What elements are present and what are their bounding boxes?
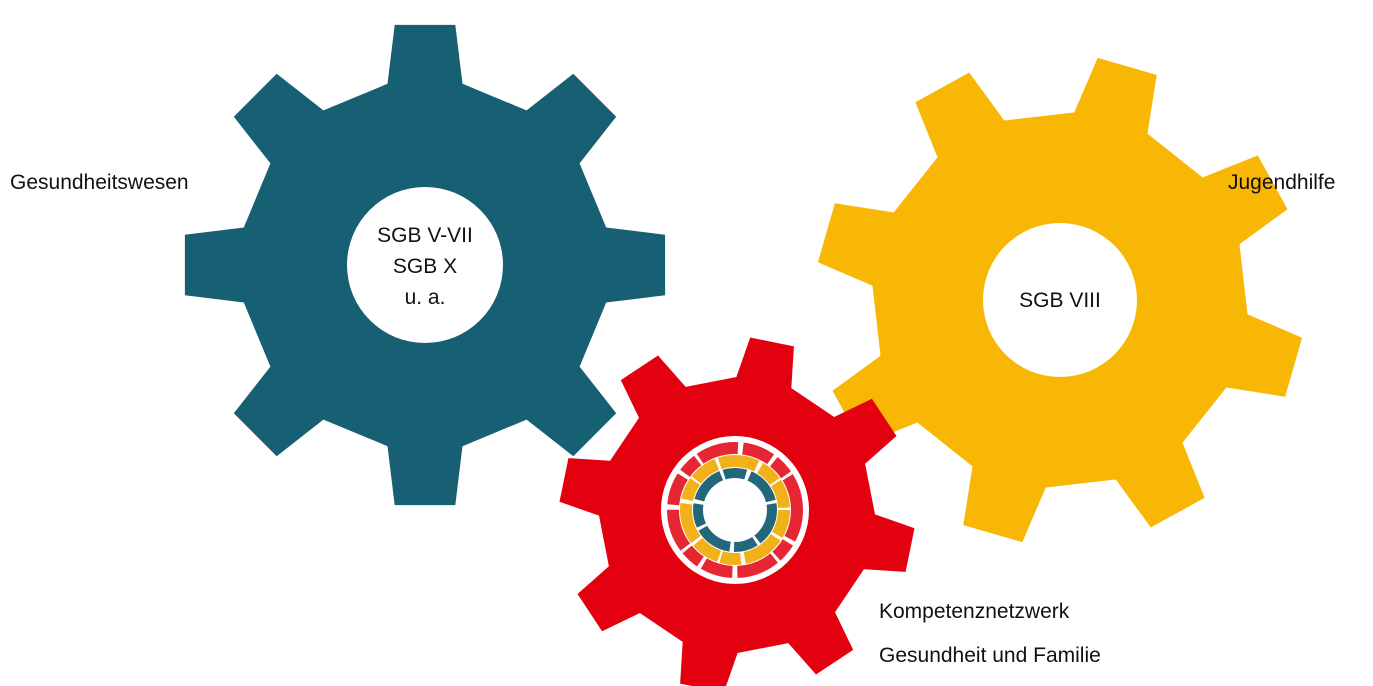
teal-gear-icon bbox=[184, 24, 666, 506]
teal-gear-hub bbox=[347, 187, 503, 343]
label-gesundheitswesen: Gesundheitswesen bbox=[10, 171, 189, 194]
yellow-gear-hub-text: SGB VIII bbox=[980, 285, 1140, 316]
network-logo-icon bbox=[667, 442, 803, 578]
yellow-gear-hub bbox=[983, 223, 1137, 377]
hub-line-sgb-x: SGB X bbox=[392, 255, 458, 278]
hub-line-sgb-v-vii: SGB V-VII bbox=[377, 224, 473, 247]
yellow-gear-icon bbox=[817, 57, 1303, 543]
red-gear-icon bbox=[559, 337, 915, 686]
label-gesundheit-und-familie: Gesundheit und Familie bbox=[879, 644, 1101, 667]
label-jugendhilfe: Jugendhilfe bbox=[1228, 171, 1336, 194]
hub-line-u-a: u. a. bbox=[404, 286, 446, 309]
label-kompetenznetzwerk: Kompetenznetzwerk bbox=[879, 600, 1070, 623]
teal-gear-hub-text: SGB V-VII SGB X u. a. bbox=[345, 220, 505, 313]
hub-line-sgb-viii: SGB VIII bbox=[1019, 289, 1101, 312]
